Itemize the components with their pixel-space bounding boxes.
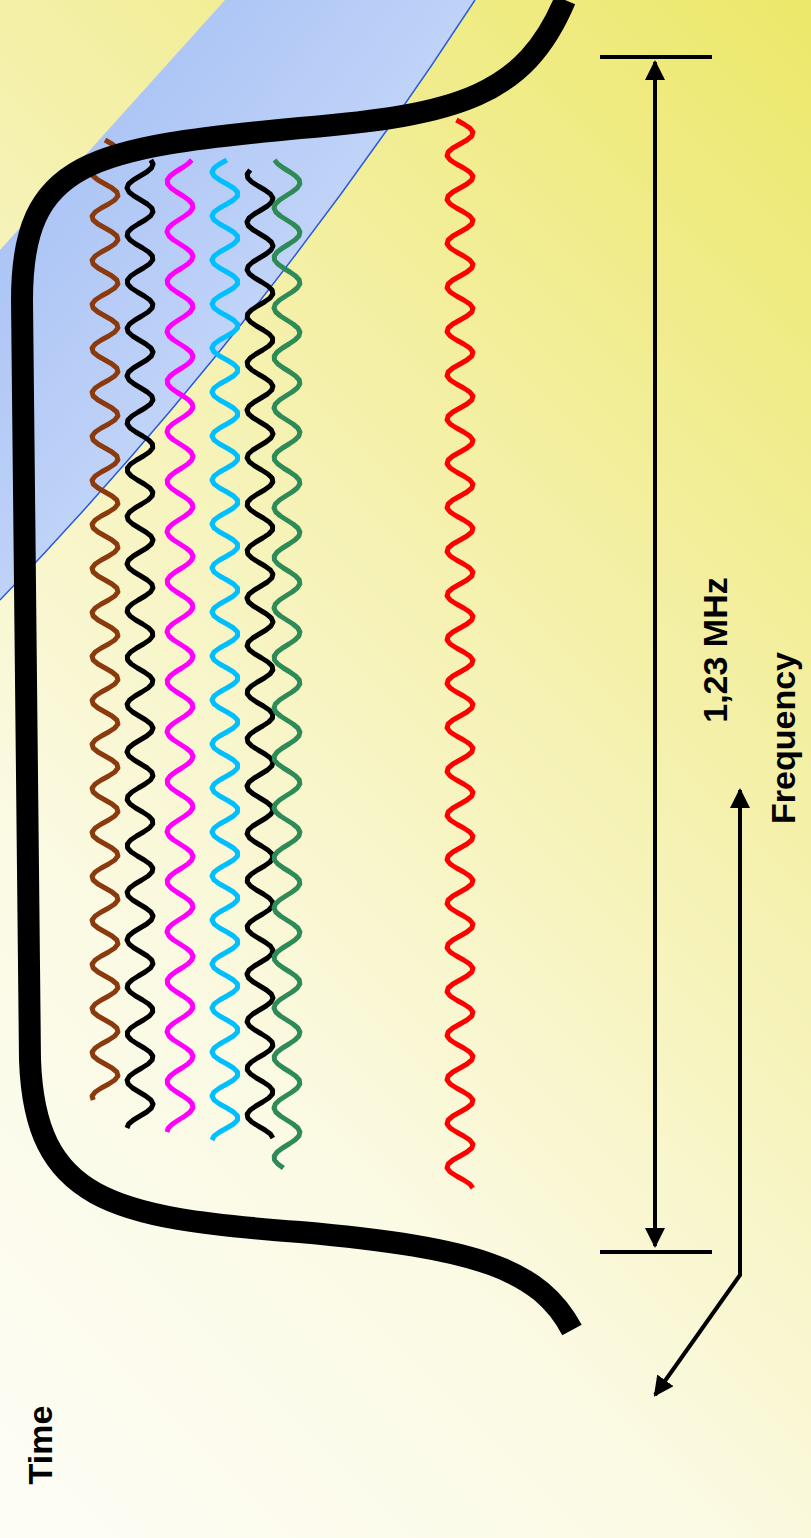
channel-wave — [127, 160, 153, 1128]
channel-wave — [92, 140, 118, 1100]
channel-wave — [247, 170, 273, 1138]
channel-wave — [212, 160, 238, 1140]
bandwidth-label: 1,23 MHz — [696, 577, 735, 723]
channel-wave — [447, 120, 473, 1188]
axis-label: Frequency — [764, 652, 803, 824]
spectrum-envelope — [22, 0, 572, 1330]
swoosh-line — [0, 0, 475, 600]
dimension-tick — [600, 55, 712, 59]
bandwidth-arrow — [653, 62, 657, 1246]
blue-swoosh — [0, 0, 475, 600]
channel-wave — [167, 160, 193, 1132]
dimension-tick — [600, 1250, 712, 1254]
channel-waves — [92, 120, 473, 1188]
axis-arrows — [655, 790, 740, 1395]
axis-label: Time — [21, 1406, 60, 1485]
channel-wave — [274, 160, 300, 1168]
